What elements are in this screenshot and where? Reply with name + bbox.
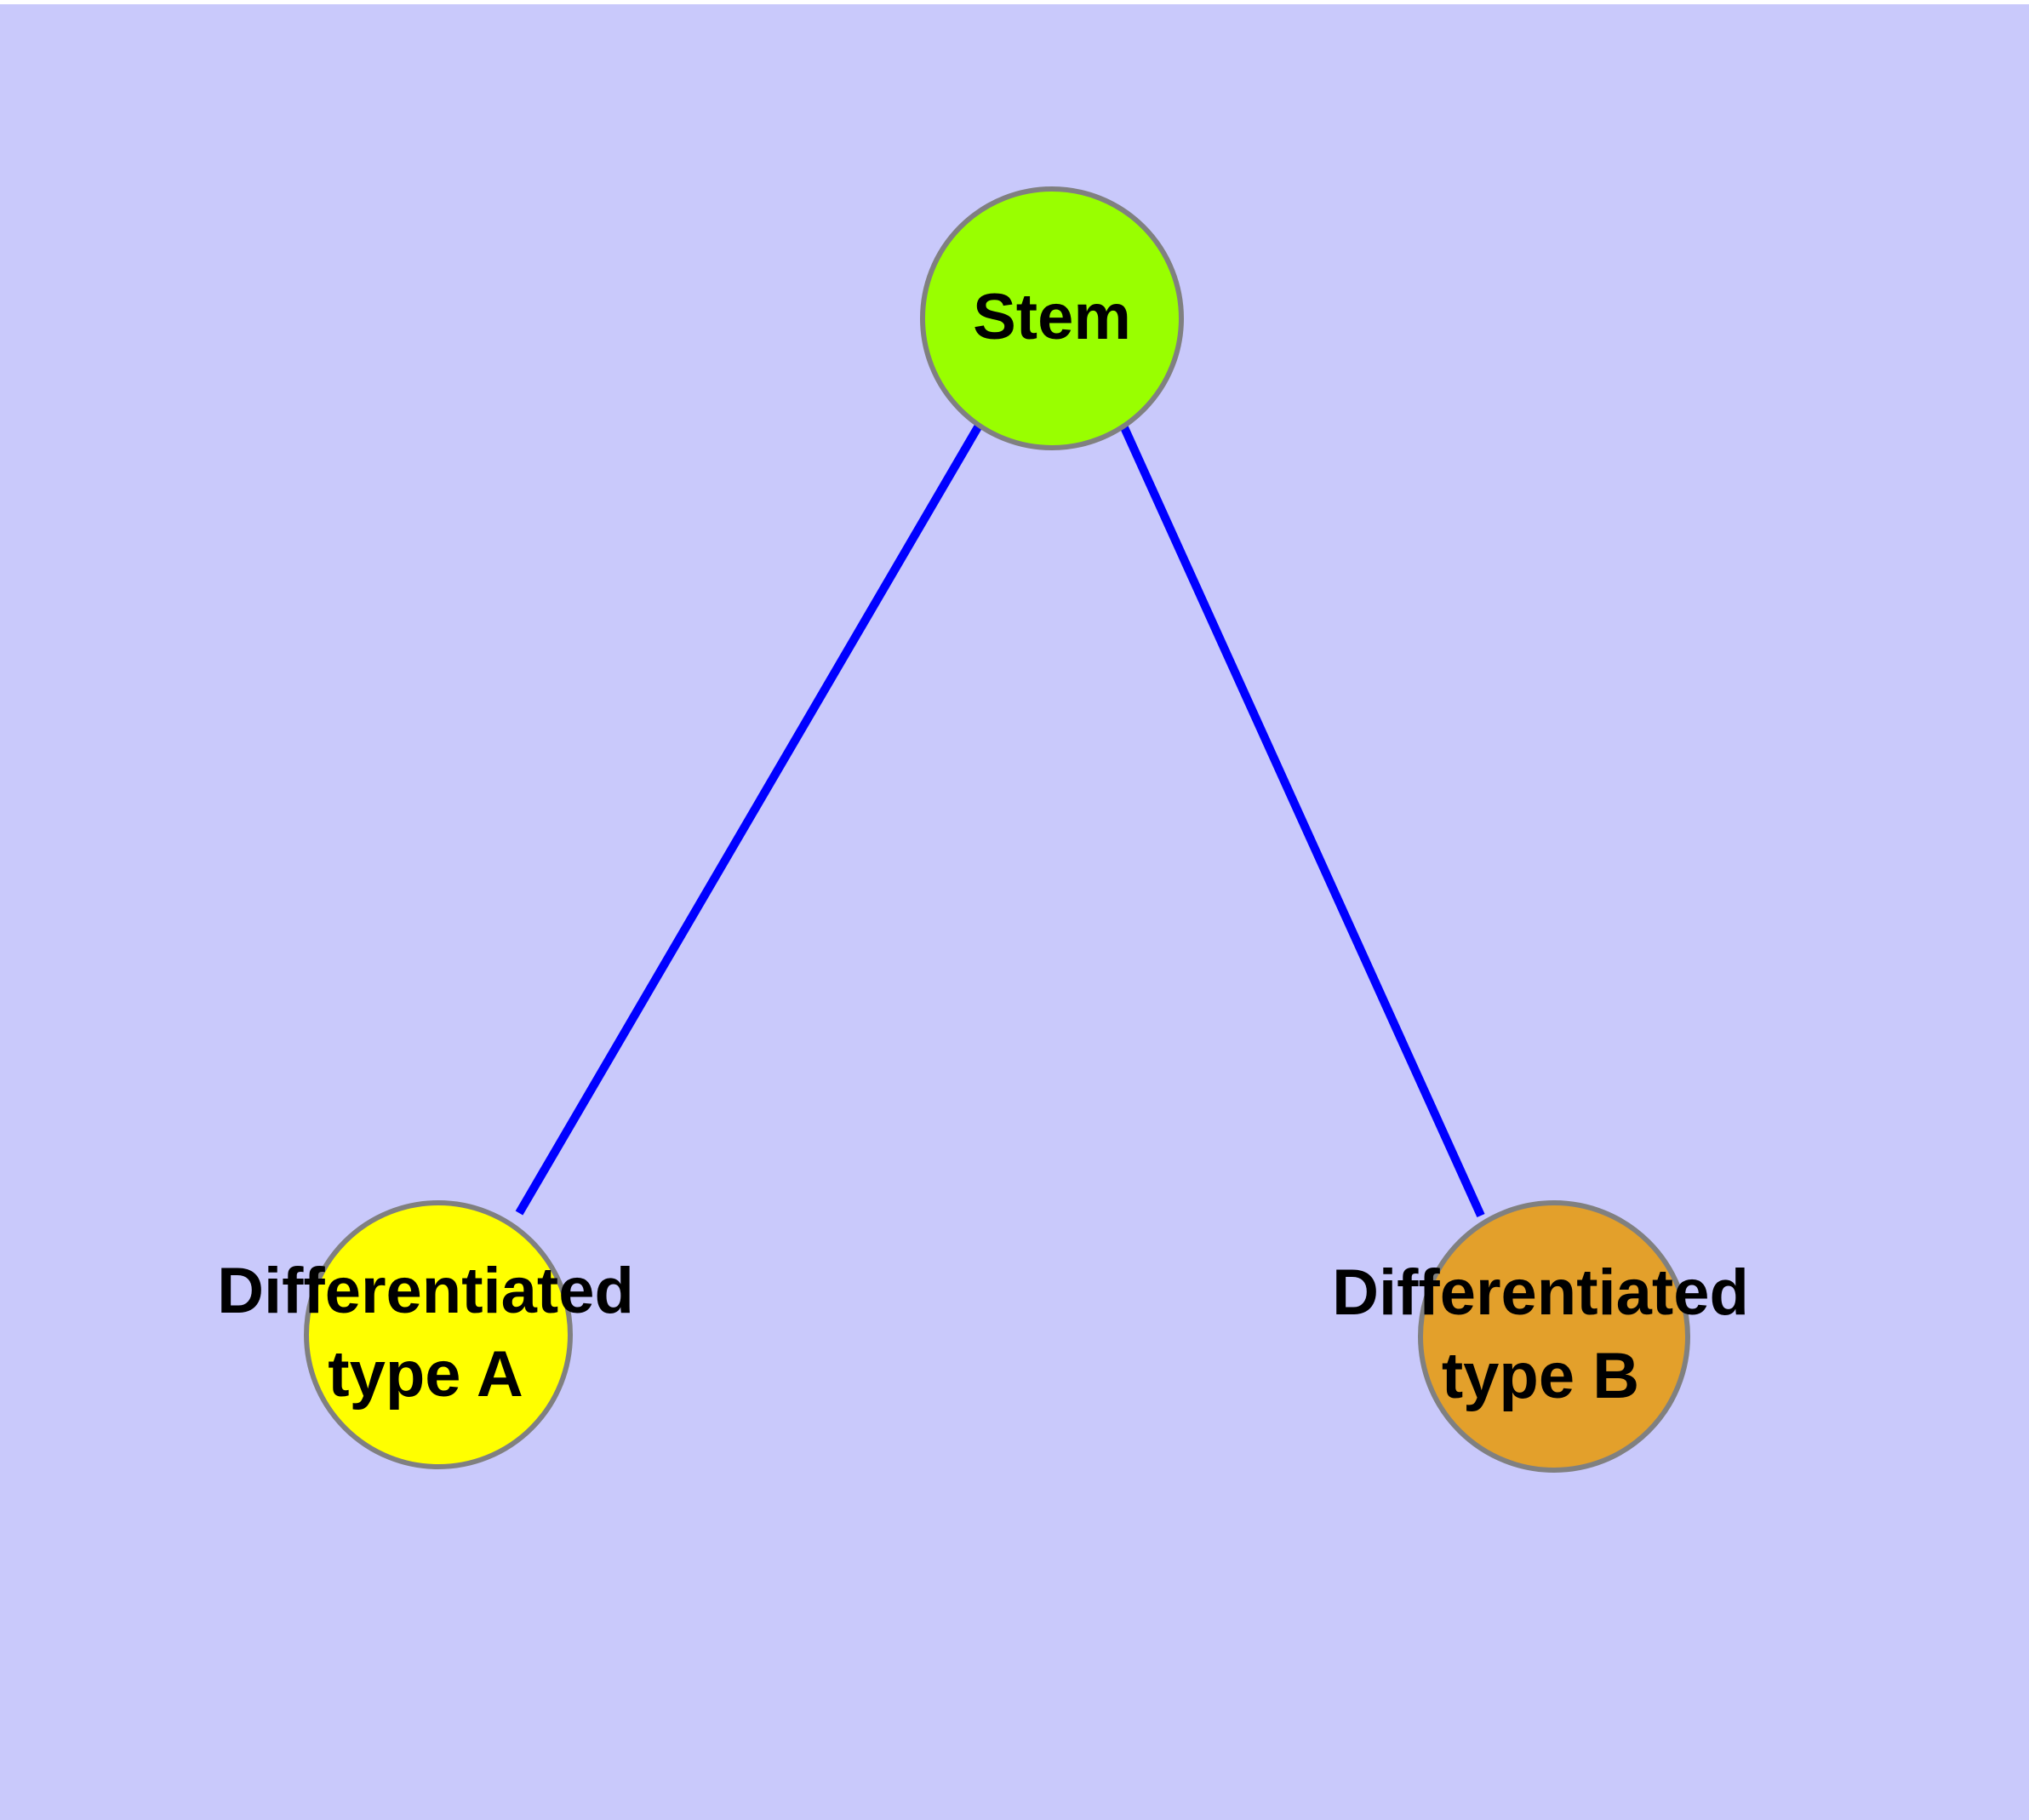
node-stem[interactable]: Stem: [920, 186, 1184, 450]
edge-stem-to-differentiated-type-b[interactable]: [1119, 423, 1485, 1218]
top-margin-strip: [0, 0, 2029, 4]
edge-layer: [515, 423, 1485, 1218]
node-differentiated-type-a-label-line-2: type A: [328, 1338, 523, 1411]
node-differentiated-type-b-label-line-1: Differentiated: [1332, 1256, 1749, 1329]
node-differentiated-type-b-circle[interactable]: [1418, 1200, 1690, 1473]
node-differentiated-type-a[interactable]: Differentiated type A: [217, 1200, 634, 1469]
node-stem-label: Stem: [973, 281, 1131, 353]
node-differentiated-type-b[interactable]: Differentiated type B: [1332, 1200, 1749, 1473]
node-differentiated-type-b-label-line-2: type B: [1442, 1340, 1639, 1412]
node-differentiated-type-a-label-line-1: Differentiated: [217, 1255, 634, 1327]
node-stem-circle[interactable]: [920, 186, 1184, 450]
node-layer: Stem Differentiated type A Differentiate…: [217, 186, 1749, 1473]
node-differentiated-type-a-circle[interactable]: [304, 1200, 573, 1469]
edge-stem-to-differentiated-type-a[interactable]: [515, 423, 983, 1216]
